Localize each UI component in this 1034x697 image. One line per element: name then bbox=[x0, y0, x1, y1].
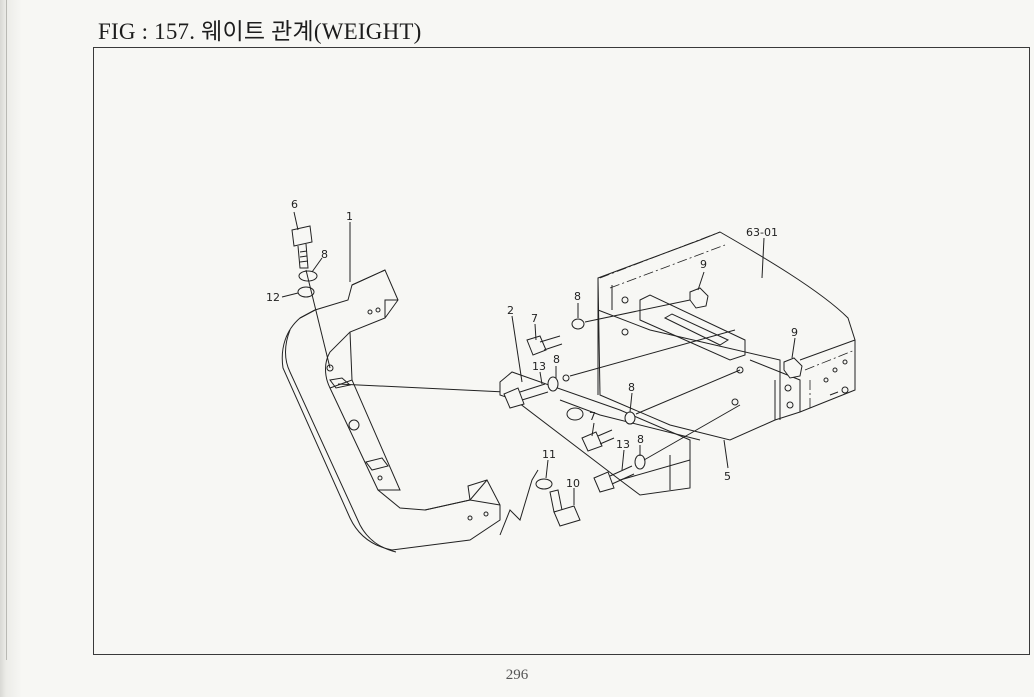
callout-12: 12 bbox=[266, 291, 280, 304]
bolt-10 bbox=[549, 489, 581, 527]
drawing-frame bbox=[93, 47, 1030, 655]
callout-2: 2 bbox=[507, 304, 514, 317]
callout-8: 8 bbox=[321, 248, 328, 261]
callout-9: 9 bbox=[791, 326, 798, 339]
callout-63-01: 63-01 bbox=[746, 226, 778, 239]
callout-9: 9 bbox=[700, 258, 707, 271]
callout-13: 13 bbox=[616, 438, 630, 451]
callout-6: 6 bbox=[291, 198, 298, 211]
washer-8 bbox=[298, 270, 318, 282]
scan-binding-edge bbox=[0, 0, 22, 697]
callout-8: 8 bbox=[637, 433, 644, 446]
leader-lines bbox=[281, 211, 796, 505]
washer-8-left bbox=[547, 376, 559, 392]
bolt-7-lower bbox=[581, 429, 615, 452]
bolt-13-lower bbox=[593, 465, 635, 493]
callout-7: 7 bbox=[531, 312, 538, 325]
callout-11: 11 bbox=[542, 448, 556, 461]
washer-8-upper bbox=[571, 318, 585, 330]
callout-8: 8 bbox=[553, 353, 560, 366]
nut-9-lower bbox=[783, 357, 803, 379]
weight-part bbox=[281, 269, 501, 553]
page-number: 296 bbox=[505, 667, 529, 683]
callout-5: 5 bbox=[724, 470, 731, 483]
callout-7: 7 bbox=[589, 410, 596, 423]
callout-13: 13 bbox=[532, 360, 546, 373]
callout-10: 10 bbox=[566, 477, 580, 490]
nut-9-upper bbox=[689, 287, 709, 309]
callout-1: 1 bbox=[346, 210, 353, 223]
washer-8-right bbox=[634, 454, 646, 470]
callout-labels: 6 1 8 12 2 7 8 9 63-01 9 13 8 8 7 13 8 5… bbox=[266, 198, 798, 490]
bolt-7-upper bbox=[526, 335, 563, 356]
bolt-6 bbox=[291, 225, 313, 269]
washer-11 bbox=[535, 478, 553, 490]
base-frame bbox=[597, 231, 856, 441]
washer-12 bbox=[297, 286, 315, 298]
washer-8-mid bbox=[624, 411, 636, 425]
figure-title: FIG : 157. 웨이트 관계(WEIGHT) bbox=[98, 19, 422, 44]
bolt-13-upper bbox=[503, 383, 549, 409]
callout-8: 8 bbox=[574, 290, 581, 303]
callout-8: 8 bbox=[628, 381, 635, 394]
